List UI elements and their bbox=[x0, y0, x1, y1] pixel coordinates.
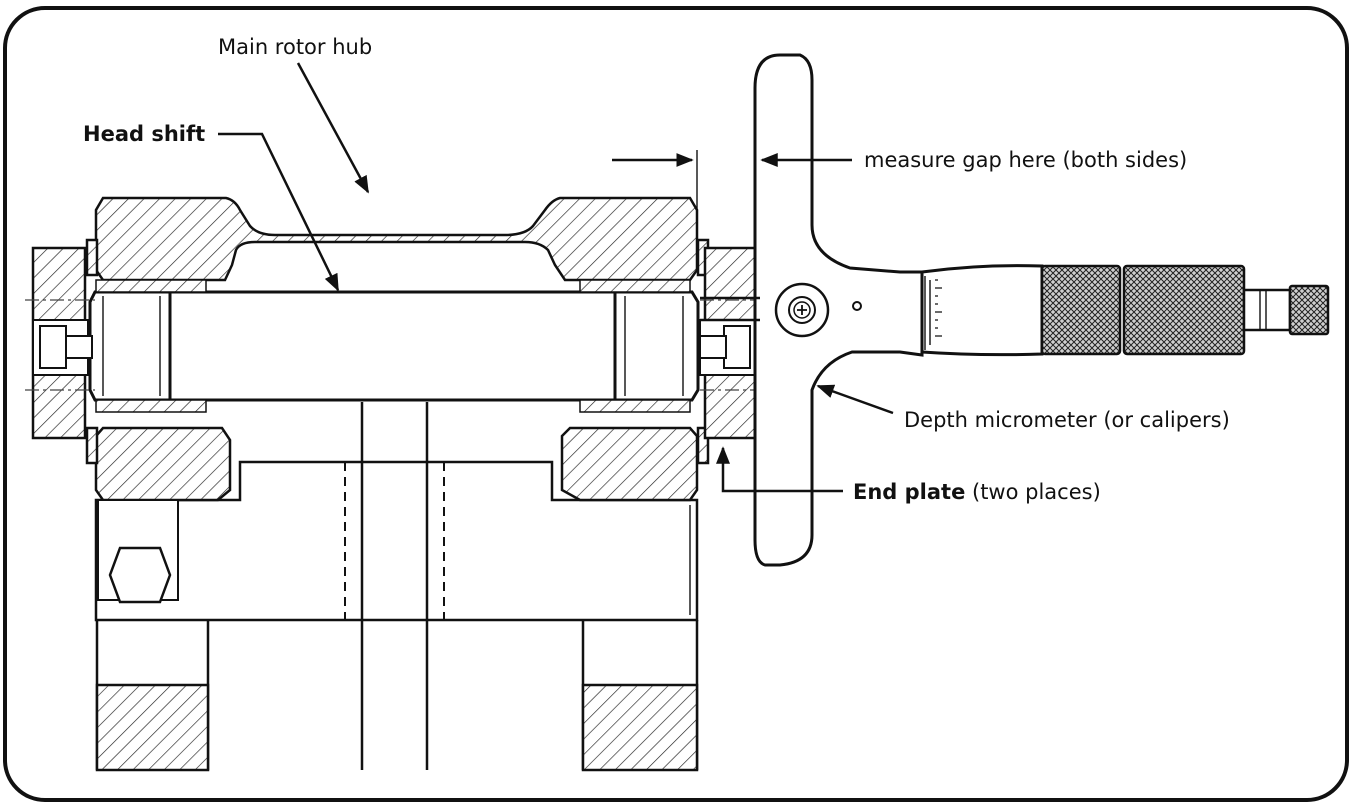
gap-dimension bbox=[612, 150, 852, 255]
depth-micrometer bbox=[700, 53, 1330, 567]
depth-micrometer-label: Depth micrometer (or calipers) bbox=[904, 408, 1230, 432]
head-shift bbox=[88, 279, 700, 413]
lower-legs bbox=[95, 620, 699, 772]
head-shift-label: Head shift bbox=[83, 122, 205, 146]
center-shaft bbox=[344, 402, 445, 770]
end-plate-label: End plate (two places) bbox=[853, 480, 1101, 504]
end-plate-right bbox=[699, 246, 760, 440]
main-rotor-hub-label: Main rotor hub bbox=[218, 35, 372, 59]
measure-gap-label: measure gap here (both sides) bbox=[864, 148, 1187, 172]
main-rotor-hub bbox=[85, 196, 710, 622]
diagram-frame bbox=[3, 6, 1349, 802]
end-plate-label-bold: End plate bbox=[853, 480, 965, 504]
end-plate-left bbox=[25, 246, 95, 440]
end-plate-label-rest: (two places) bbox=[965, 480, 1100, 504]
leader-lines bbox=[218, 62, 894, 493]
